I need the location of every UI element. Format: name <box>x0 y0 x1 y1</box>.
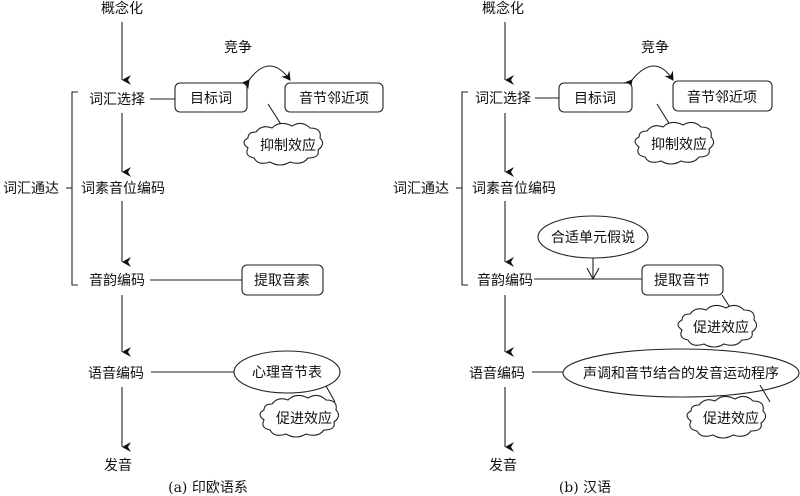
bracket <box>71 91 78 286</box>
box-target-word <box>174 82 248 113</box>
label-target-word: 目标词 <box>190 91 232 107</box>
competition-arrow <box>623 65 674 90</box>
bracket <box>461 91 468 286</box>
box-retrieve <box>241 264 324 296</box>
label-competition: 竞争 <box>641 39 669 56</box>
label-lexical-access: 词汇通达 <box>3 181 59 197</box>
node-articulation: 发音 <box>104 457 132 474</box>
node-articulation: 发音 <box>489 457 517 474</box>
panel-b: 概念化 竞争 词汇选择 目标词 音节邻近项 抑制效应 词汇通达 词素音位编码 合… <box>393 0 800 496</box>
svg-text:促进效应: 促进效应 <box>276 410 332 427</box>
node-phonetic-encoding: 语音编码 <box>469 365 525 382</box>
label-hypothesis: 合适单元假说 <box>551 230 635 246</box>
label-motor-program: 声调和音节结合的发音运动程序 <box>583 365 779 382</box>
label-syllabary: 心理音节表 <box>252 364 322 381</box>
label-lexical-access: 词汇通达 <box>393 181 449 197</box>
svg-text:促进效应: 促进效应 <box>693 319 749 336</box>
label-competition: 竞争 <box>224 39 252 56</box>
node-prosodic-encoding: 音韵编码 <box>89 272 145 289</box>
caption-a: (a) 印欧语系 <box>168 480 248 496</box>
node-lexical-selection: 词汇选择 <box>89 92 145 108</box>
box-retrieve <box>641 264 724 296</box>
label-syllable-neighbor: 音节邻近项 <box>687 89 757 106</box>
box-target-word <box>558 82 633 113</box>
box-syllable-neighbor <box>284 82 384 113</box>
caption-b: (b) 汉语 <box>559 480 611 496</box>
cloud-facilitation-1: 促进效应 <box>677 304 758 348</box>
cloud-inhibition: 抑制效应 <box>634 121 715 165</box>
label-retrieve: 提取音节 <box>654 272 710 289</box>
node-morpheme-encoding: 词素音位编码 <box>81 180 165 197</box>
ellipse-syllabary <box>233 350 341 394</box>
cloud-facilitation: 促进效应 <box>259 394 340 438</box>
node-morpheme-encoding: 词素音位编码 <box>472 180 556 197</box>
box-syllable-neighbor <box>672 80 773 112</box>
node-prosodic-encoding: 音韵编码 <box>477 272 533 289</box>
connector <box>759 384 771 403</box>
node-conceptualization: 概念化 <box>101 0 143 17</box>
label-syllable-neighbor: 音节邻近项 <box>299 90 369 107</box>
node-conceptualization: 概念化 <box>482 0 524 17</box>
label-retrieve: 提取音素 <box>254 272 310 289</box>
node-phonetic-encoding: 语音编码 <box>88 365 144 382</box>
node-lexical-selection: 词汇选择 <box>475 91 531 107</box>
ellipse-motor-program <box>562 348 800 398</box>
svg-text:抑制效应: 抑制效应 <box>260 137 316 154</box>
cloud-facilitation-2: 促进效应 <box>686 395 767 439</box>
label-target-word: 目标词 <box>574 91 616 107</box>
connector <box>325 385 336 403</box>
svg-text:促进效应: 促进效应 <box>703 410 759 427</box>
competition-arrow <box>240 65 291 90</box>
cloud-inhibition: 抑制效应 <box>243 122 324 166</box>
svg-text:抑制效应: 抑制效应 <box>651 136 707 153</box>
panel-a: 概念化 竞争 词汇选择 目标词 音节邻近项 抑制效应 词汇通达 词素音位编码 音… <box>3 0 384 496</box>
